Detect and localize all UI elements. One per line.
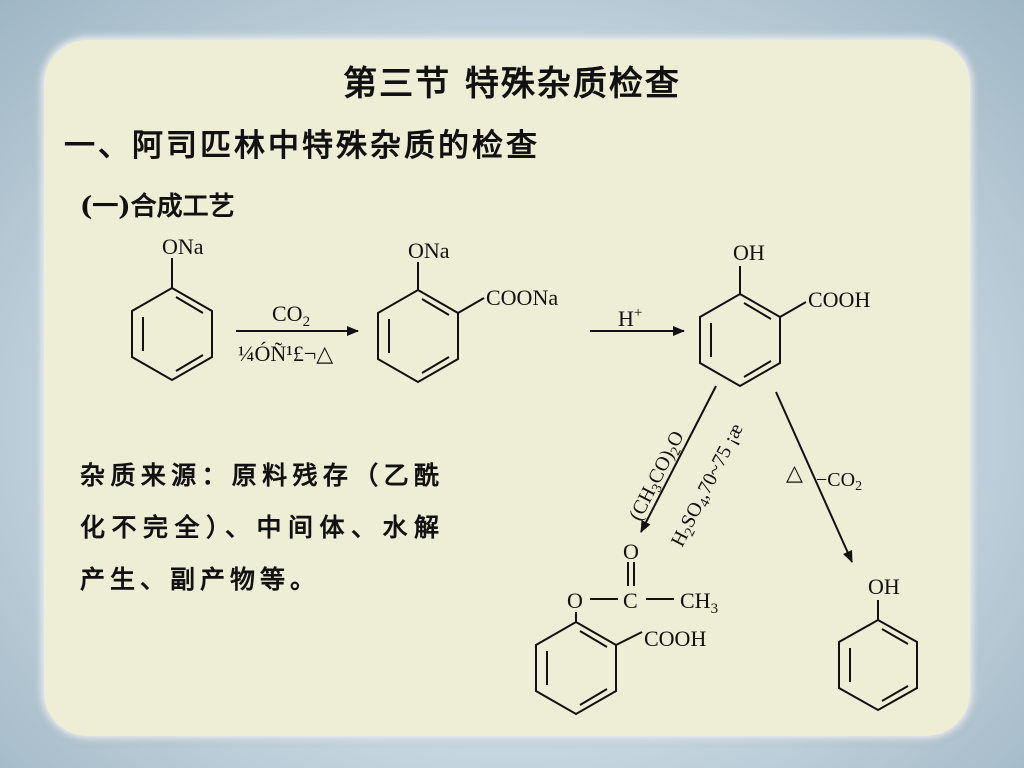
co2-loss-label: −CO2	[816, 469, 862, 494]
aspirin-methyl-label: CH3	[680, 588, 718, 617]
aspirin-structure	[535, 562, 674, 716]
decarboxylation-arrow	[775, 391, 853, 563]
aspirin-cooh-label: COOH	[644, 626, 706, 651]
heat-symbol: △	[786, 460, 803, 485]
salicylic-cooh-label: COOH	[808, 287, 870, 312]
sodium-phenoxide-structure	[131, 258, 213, 382]
phenol-structure	[838, 600, 918, 712]
section-heading: 一、阿司匹林中特殊杂质的检查	[64, 128, 540, 164]
salicylic-oh-label: OH	[733, 240, 765, 265]
co2-reagent-label: CO2	[272, 301, 310, 330]
slide-title: 第三节 特殊杂质检查	[343, 64, 681, 104]
aspirin-carbonyl-o-label: O	[623, 539, 639, 564]
slide-panel	[44, 40, 970, 736]
phenoxide-ona-label: ONa	[162, 234, 204, 259]
sub-heading: (一)合成工艺	[80, 192, 235, 222]
salicylic-acid-structure	[699, 266, 807, 388]
acetylation-arrow	[640, 385, 717, 533]
acid-reagent-label: H+	[618, 305, 642, 331]
impurity-source-note: 杂质来源：原料残存（乙酰化不完全）、中间体、水解产生、副产物等。	[80, 461, 444, 594]
salicylate-ona-label: ONa	[408, 238, 450, 263]
aspirin-ester-o-label: O	[567, 588, 583, 613]
sodium-salicylate-structure	[377, 262, 485, 384]
aspirin-carbon-label: C	[623, 588, 638, 613]
reaction-conditions-label: ¼ÓÑ¹£¬△	[238, 341, 333, 366]
salicylate-coona-label: COONa	[486, 285, 558, 310]
phenol-oh-label: OH	[868, 574, 900, 599]
